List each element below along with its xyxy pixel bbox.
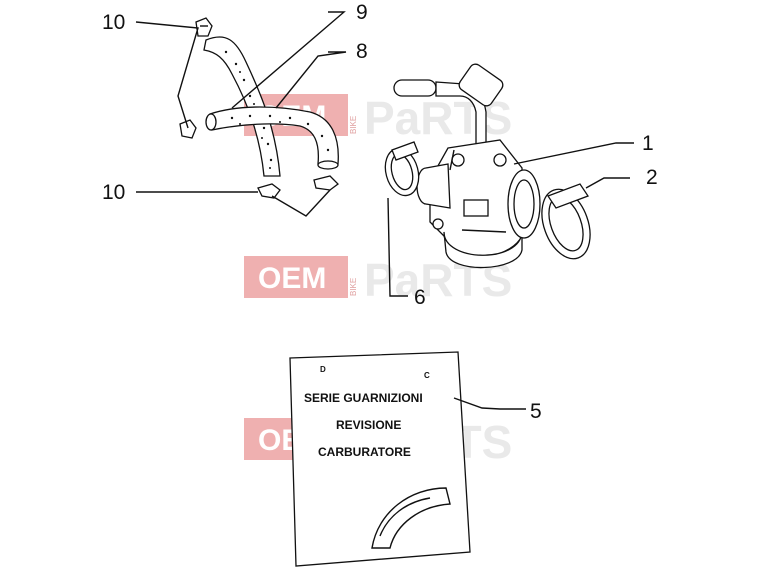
hose-clip-right [313,175,339,191]
leader-8 [275,51,347,109]
callout-8: 8 [356,40,368,63]
hose-clip-top [195,17,213,37]
watermark-middle: OEM BIKE PaRTS [244,254,512,306]
clamp-right [541,183,591,260]
card-line-1: SERIE GUARNIZIONI [304,391,423,405]
watermark-oem-text: OEM [258,262,326,295]
leader-lines [135,11,634,410]
carburettor [393,63,541,269]
watermark-bike-text: BIKE [349,116,358,134]
card-line-2: REVISIONE [336,418,401,432]
clamp-left [384,141,420,197]
leader-9 [231,11,346,109]
fuel-hose-long [203,36,281,177]
leader-2 [585,177,630,189]
gasket-kit-card: D C SERIE GUARNIZIONI REVISIONE CARBURAT… [289,351,471,567]
leader-6 [387,197,408,297]
leader-10-top [135,21,199,129]
callout-10-top: 10 [102,11,125,34]
callout-10-bottom: 10 [102,181,125,204]
callout-2: 2 [646,166,658,189]
callout-1: 1 [642,132,654,155]
hose-clip-bottom [257,183,281,199]
leader-10-bottom [136,189,331,217]
leader-5 [453,397,526,410]
callout-5: 5 [530,400,542,423]
hose-clip-left [179,119,197,139]
leader-1 [513,142,634,165]
fuel-hose-short [205,106,339,170]
callout-6: 6 [414,286,426,309]
callout-9: 9 [356,1,368,24]
card-marker-left: D [320,365,326,374]
card-line-3: CARBURATORE [318,445,411,459]
card-marker-right: C [424,371,430,380]
watermark-bike-text: BIKE [349,278,358,296]
